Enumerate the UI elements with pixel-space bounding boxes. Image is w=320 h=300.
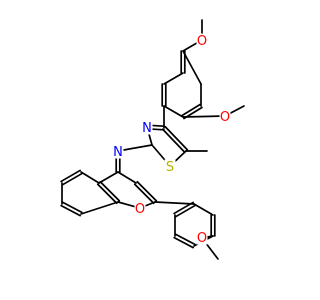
- atom-label-n-imine: N: [113, 145, 123, 160]
- single-bond: [154, 201, 195, 205]
- atom-label-o-bottom: O: [197, 231, 207, 246]
- single-bond: [193, 203, 214, 216]
- bond-layer: [60, 19, 245, 260]
- atom-layer: O O N S N O O: [112, 33, 231, 246]
- single-bond: [98, 171, 119, 184]
- double-bond-line: [96, 183, 118, 205]
- double-bond-line: [164, 125, 189, 151]
- single-bond: [80, 171, 100, 184]
- double-bond-line: [175, 204, 196, 218]
- double-bond-line: [60, 169, 81, 183]
- double-bond-line: [173, 201, 194, 215]
- single-bond: [182, 50, 202, 85]
- single-bond: [182, 115, 226, 118]
- atom-label-o-right: O: [220, 110, 230, 125]
- double-bond-line: [136, 180, 158, 202]
- double-bond-line: [161, 128, 186, 154]
- double-bond-line: [173, 236, 195, 249]
- double-bond-line: [62, 172, 83, 186]
- double-bond-line: [61, 201, 83, 214]
- single-bond: [163, 105, 184, 118]
- single-bond: [80, 201, 119, 215]
- atom-label-o-top: O: [197, 34, 207, 49]
- atom-label-s-thiazole: S: [166, 160, 174, 175]
- molecule-structure: O O N S N O O: [60, 19, 245, 260]
- double-bond-line: [181, 103, 201, 117]
- double-bond-line: [133, 183, 155, 205]
- atom-s-thiazole: S: [164, 159, 176, 175]
- atom-o-bottom: O: [196, 230, 208, 246]
- single-bond: [117, 144, 153, 152]
- double-bond-line: [174, 233, 196, 246]
- molecule-diagram: O O N S N O O: [60, 19, 245, 260]
- double-bond-line: [60, 204, 82, 217]
- double-bond-line: [99, 180, 121, 202]
- atom-o-top: O: [196, 33, 208, 49]
- atom-o-right: O: [219, 109, 231, 125]
- atom-label-n-thiazole: N: [142, 121, 152, 136]
- single-bond: [117, 171, 137, 184]
- atom-label-o-chromene: O: [135, 202, 145, 217]
- atom-o-chromene: O: [134, 201, 146, 217]
- atom-n-imine: N: [112, 144, 124, 160]
- atom-n-thiazole: N: [141, 120, 153, 136]
- single-bond: [163, 72, 184, 85]
